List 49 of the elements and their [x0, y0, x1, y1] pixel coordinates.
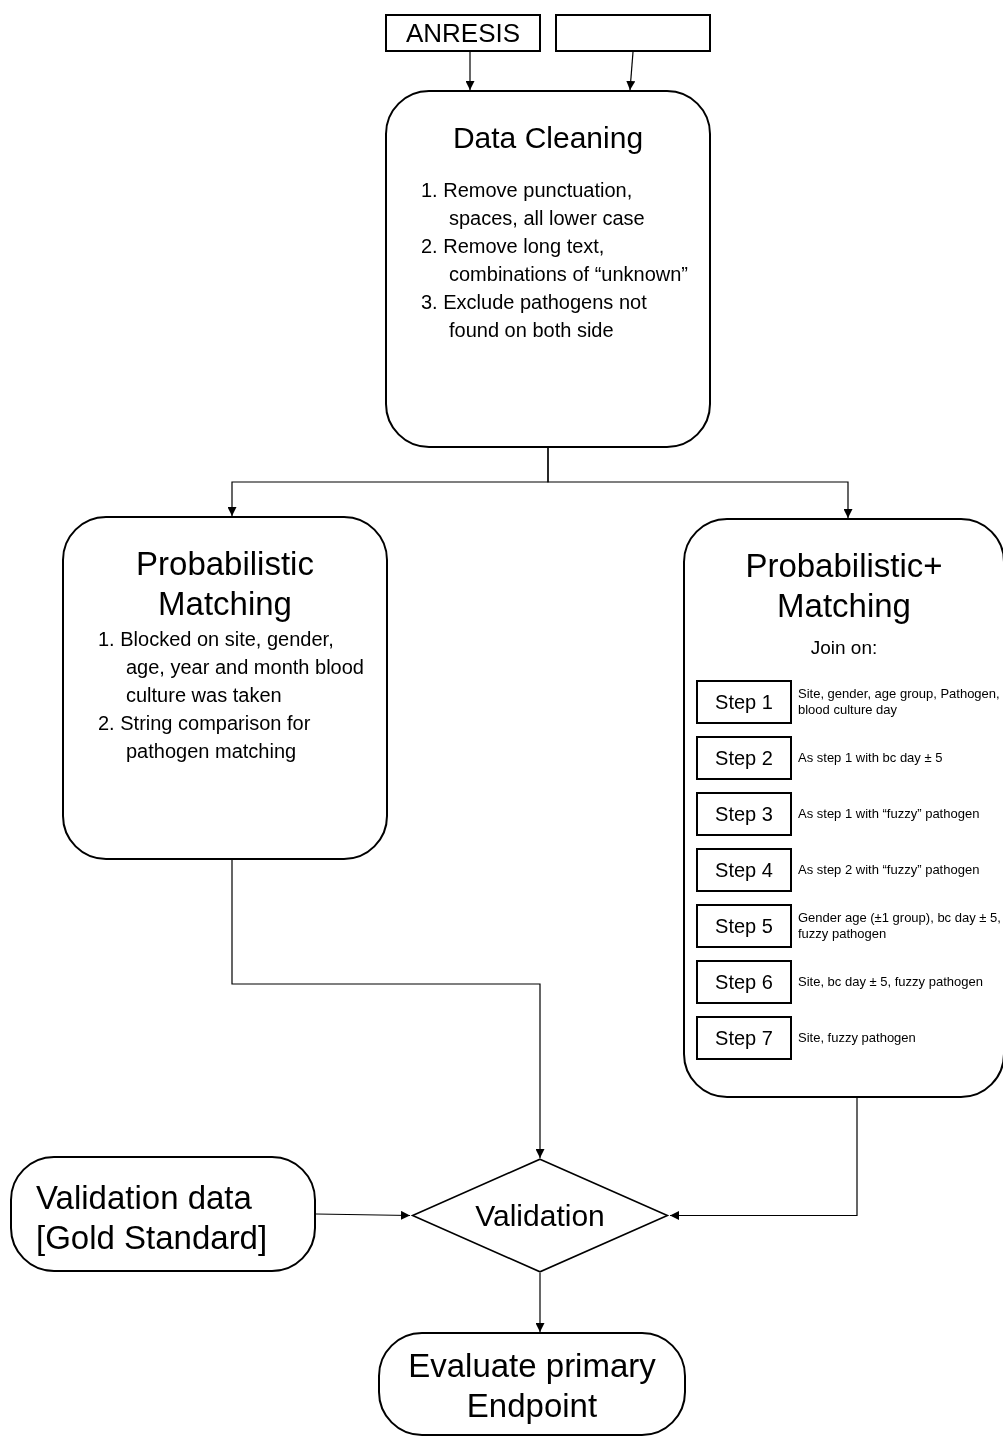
step-label: Step 1 [715, 690, 773, 714]
step-label: Step 3 [715, 802, 773, 826]
connector-arrow [465, 51, 475, 91]
step-box [696, 736, 792, 780]
connector-arrow [547, 447, 853, 519]
list-item: 2. String comparison for pathogen matching [97, 711, 312, 765]
process-box [385, 90, 711, 448]
connector-arrow [626, 51, 636, 91]
step-box [696, 1016, 792, 1060]
step-box [696, 960, 792, 1004]
label-box [555, 14, 711, 52]
step-label: Step 2 [715, 746, 773, 770]
step-description: As step 2 with “fuzzy” pathogen [798, 862, 981, 879]
box-heading: Probabilistic Matching [135, 544, 315, 624]
step-label: Step 6 [715, 970, 773, 994]
process-box [378, 1332, 686, 1436]
box-heading: Probabilistic+ Matching [744, 546, 944, 626]
list-item: 3. Exclude pathogens not found on both side [420, 290, 648, 343]
list-item: 1. Blocked on site, gender, age, year and month blood culture was taken [97, 627, 365, 709]
step-description: As step 1 with “fuzzy” pathogen [798, 806, 981, 823]
step-box [696, 848, 792, 892]
subheading: Join on: [809, 637, 879, 660]
connector-arrow [535, 1272, 545, 1333]
step-description: Site, bc day ± 5, fuzzy pathogen [798, 974, 984, 991]
process-box [683, 518, 1003, 1098]
box-heading: Data Cleaning [451, 120, 645, 156]
step-label: Step 7 [715, 1026, 773, 1050]
box-heading: Validation [475, 1197, 605, 1234]
list-item: 1. Remove punctuation, spaces, all lower case [420, 178, 646, 231]
process-box [62, 516, 388, 860]
step-description: Site, gender, age group, Pathogen, blood culture day [798, 685, 1001, 718]
process-box [10, 1156, 316, 1272]
step-box [696, 680, 792, 724]
list-item: 2. Remove long text, combinations of “unknown” [420, 234, 689, 287]
decision-diamond [410, 1158, 670, 1273]
connector-arrow [315, 1210, 411, 1220]
step-description: Site, fuzzy pathogen [798, 1030, 917, 1047]
step-description: Gender age (±1 group), bc day ± 5, fuzzy pathogen [798, 909, 1002, 942]
box-heading: Evaluate primary Endpoint [407, 1346, 657, 1426]
connector-arrow [669, 1097, 858, 1220]
label-box [385, 14, 541, 52]
connector-arrow [231, 859, 545, 1159]
step-description: As step 1 with bc day ± 5 [798, 750, 944, 767]
step-box [696, 792, 792, 836]
step-label: Step 4 [715, 858, 773, 882]
step-label: Step 5 [715, 914, 773, 938]
box-heading: Validation data [Gold Standard] [35, 1178, 269, 1258]
step-box [696, 904, 792, 948]
box-heading: ANRESIS [404, 17, 522, 50]
